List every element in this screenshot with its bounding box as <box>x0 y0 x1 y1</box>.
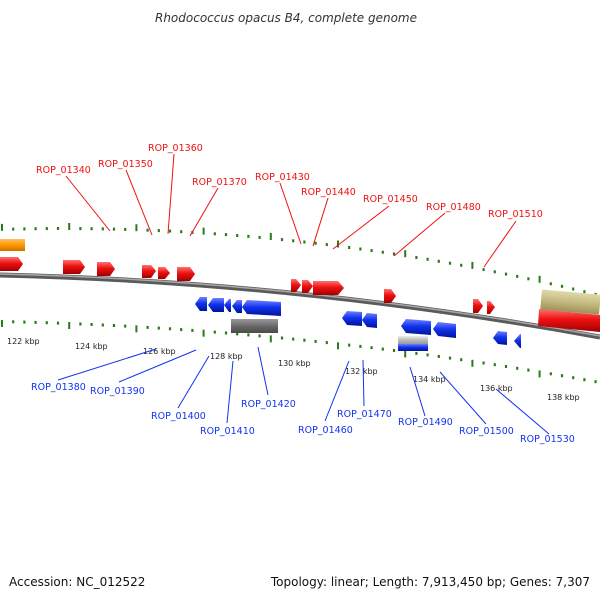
label-leader-line <box>189 187 219 237</box>
genome-title: Rhodococcus opacus B4, complete genome <box>155 11 417 25</box>
gene-label-rop-01490[interactable]: ROP_01490 <box>398 417 453 428</box>
reverse-gene[interactable] <box>401 319 431 335</box>
gene-label-rop-01450[interactable]: ROP_01450 <box>363 194 418 205</box>
forward-gene[interactable] <box>63 260 85 274</box>
label-leader-line <box>324 360 350 422</box>
gene-label-rop-01360[interactable]: ROP_01360 <box>148 143 203 154</box>
kbp-label: 130 kbp <box>278 359 311 368</box>
reverse-gene[interactable] <box>195 297 207 311</box>
gene-label-rop-01530[interactable]: ROP_01530 <box>520 434 575 445</box>
label-leader-line <box>312 197 329 247</box>
accession-text: Accession: NC_012522 <box>9 575 145 589</box>
forward-gene[interactable] <box>158 267 170 279</box>
label-leader-line <box>118 349 197 383</box>
label-leader-line <box>125 169 153 236</box>
label-leader-line <box>279 182 302 245</box>
reverse-gene[interactable] <box>342 311 362 326</box>
genome-summary-text: Topology: linear; Length: 7,913,450 bp; … <box>270 575 590 589</box>
forward-strand-genes <box>0 239 600 332</box>
gene-label-rop-01420[interactable]: ROP_01420 <box>241 399 296 410</box>
label-leader-line <box>177 355 210 409</box>
kbp-label: 126 kbp <box>143 347 176 356</box>
forward-gene[interactable] <box>97 262 115 276</box>
gene-label-rop-01510[interactable]: ROP_01510 <box>488 209 543 220</box>
gene-label-rop-01460[interactable]: ROP_01460 <box>298 425 353 436</box>
upper-tick-track <box>1 223 597 296</box>
label-leader-line <box>362 359 365 407</box>
reverse-strand-genes <box>195 297 521 351</box>
pseudo-gene-olive[interactable] <box>540 289 600 315</box>
label-leader-line <box>226 360 234 424</box>
reverse-gene[interactable] <box>232 300 242 313</box>
kbp-label: 134 kbp <box>413 375 446 384</box>
kbp-label: 136 kbp <box>480 384 513 393</box>
forward-gene[interactable] <box>313 281 344 295</box>
reverse-gene[interactable] <box>242 300 281 316</box>
reverse-gene[interactable] <box>493 331 507 345</box>
gene-label-rop-01350[interactable]: ROP_01350 <box>98 159 153 170</box>
forward-gene[interactable] <box>473 299 483 313</box>
reverse-gene[interactable] <box>362 313 377 328</box>
label-leader-line <box>495 388 550 435</box>
forward-gene[interactable] <box>142 265 156 278</box>
genome-backbone <box>0 272 600 340</box>
gene-label-rop-01410[interactable]: ROP_01410 <box>200 426 255 437</box>
label-leader-line <box>483 220 517 268</box>
reverse-gene[interactable] <box>208 298 224 312</box>
label-leader-line <box>65 175 111 232</box>
gene-label-rop-01440[interactable]: ROP_01440 <box>301 187 356 198</box>
pseudo-gene-gray[interactable] <box>231 319 278 333</box>
kbp-label: 138 kbp <box>547 393 580 402</box>
forward-gene[interactable] <box>487 301 495 314</box>
gene-label-rop-01480[interactable]: ROP_01480 <box>426 202 481 213</box>
forward-gene[interactable] <box>384 289 396 303</box>
kbp-label: 124 kbp <box>75 342 108 351</box>
gene-label-rop-01380[interactable]: ROP_01380 <box>31 382 86 393</box>
reverse-gene[interactable] <box>433 322 456 338</box>
reverse-gene-labels: ROP_01380 ROP_01390 ROP_01400 ROP_01410 … <box>31 346 575 445</box>
gene-label-rop-01390[interactable]: ROP_01390 <box>90 386 145 397</box>
label-leader-line <box>57 348 157 381</box>
reverse-gene[interactable] <box>514 334 521 348</box>
gene-label-rop-01470[interactable]: ROP_01470 <box>337 409 392 420</box>
label-leader-line <box>439 371 487 425</box>
label-leader-line <box>393 212 446 257</box>
label-leader-line <box>332 205 390 250</box>
gene-label-rop-01400[interactable]: ROP_01400 <box>151 411 206 422</box>
forward-gene[interactable] <box>291 279 301 292</box>
gene-label-rop-01340[interactable]: ROP_01340 <box>36 165 91 176</box>
forward-gene[interactable] <box>302 280 313 293</box>
forward-gene[interactable] <box>0 257 23 271</box>
forward-gene[interactable] <box>177 267 195 281</box>
pseudo-gene-silver[interactable] <box>398 336 428 344</box>
label-leader-line <box>409 366 426 417</box>
lower-tick-track <box>1 320 597 384</box>
reverse-gene[interactable] <box>224 299 231 312</box>
forward-gene[interactable] <box>538 309 600 332</box>
gene-label-rop-01500[interactable]: ROP_01500 <box>459 426 514 437</box>
genome-backbone-highlight <box>0 273 600 337</box>
scale-labels: 122 kbp 124 kbp 126 kbp 128 kbp 130 kbp … <box>7 337 580 402</box>
kbp-label: 128 kbp <box>210 352 243 361</box>
gene-label-rop-01430[interactable]: ROP_01430 <box>255 172 310 183</box>
partial-gene-orange[interactable] <box>0 239 25 251</box>
label-leader-line <box>167 153 175 235</box>
reverse-gene[interactable] <box>398 344 428 351</box>
kbp-label: 122 kbp <box>7 337 40 346</box>
forward-gene-labels: ROP_01340 ROP_01350 ROP_01360 ROP_01370 … <box>36 143 543 268</box>
label-leader-line <box>257 346 269 396</box>
kbp-label: 132 kbp <box>345 367 378 376</box>
gene-label-rop-01370[interactable]: ROP_01370 <box>192 177 247 188</box>
